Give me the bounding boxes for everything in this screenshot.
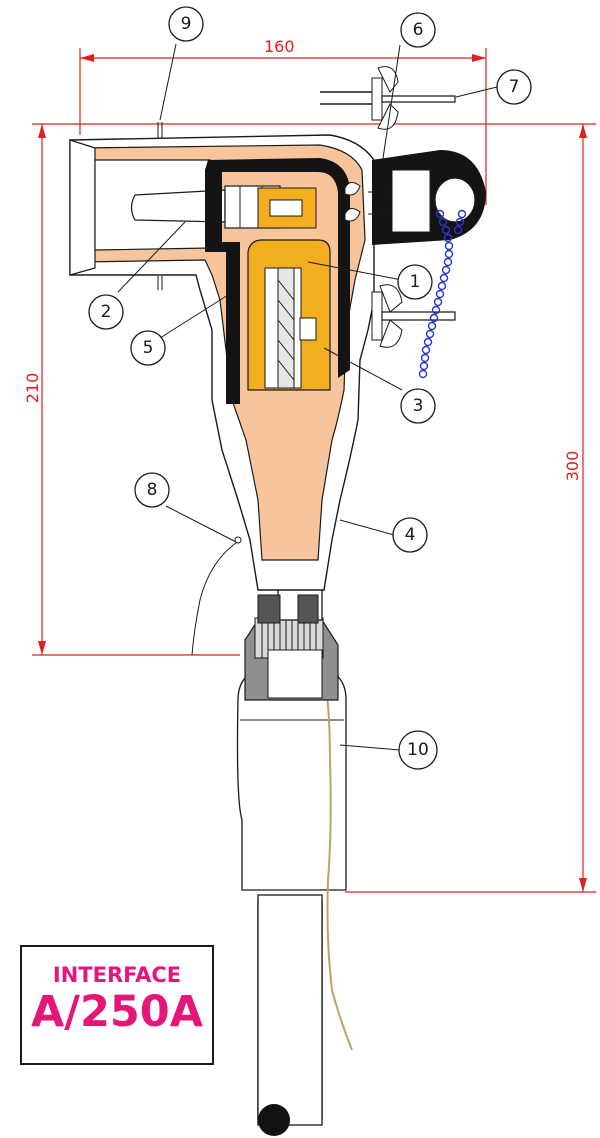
dimension-total-height-label: 300: [563, 451, 582, 482]
callout-8-label: 8: [147, 480, 158, 500]
callout-3: 3: [400, 388, 436, 424]
callout-1: 1: [397, 264, 433, 300]
callout-5-label: 5: [143, 338, 154, 358]
callout-7-label: 7: [509, 77, 520, 97]
callout-3-label: 3: [413, 396, 424, 416]
cable-lug: [247, 239, 331, 391]
dimension-lines: [32, 48, 596, 893]
retaining-chain: [418, 209, 467, 379]
callout-5: 5: [130, 330, 166, 366]
wing-bolts: [320, 66, 456, 348]
callout-1-label: 1: [410, 272, 421, 292]
dimension-height-label: 210: [23, 373, 42, 404]
callout-2: 2: [88, 294, 124, 330]
contact-pin: [130, 185, 281, 229]
dimension-width-label: 160: [264, 37, 295, 56]
earth-lead: [191, 539, 241, 656]
callout-9-label: 9: [181, 14, 192, 34]
callout-9: 9: [168, 6, 204, 42]
callout-8: 8: [134, 472, 170, 508]
callout-4-label: 4: [405, 525, 416, 545]
conductive-screen: [205, 158, 350, 404]
callout-7: 7: [496, 69, 532, 105]
callout-10: 10: [398, 730, 438, 770]
rear-plug: [344, 150, 486, 245]
callout-6-label: 6: [413, 20, 424, 40]
callout-leaders: [117, 43, 498, 751]
interface-label-rating: A/250A: [30, 987, 204, 1037]
interface-label-box: INTERFACE A/250A: [20, 945, 214, 1065]
callout-4: 4: [392, 517, 428, 553]
callout-6: 6: [400, 12, 436, 48]
callout-10-label: 10: [407, 740, 429, 760]
interface-label-title: INTERFACE: [52, 963, 182, 987]
callout-2-label: 2: [101, 302, 112, 322]
